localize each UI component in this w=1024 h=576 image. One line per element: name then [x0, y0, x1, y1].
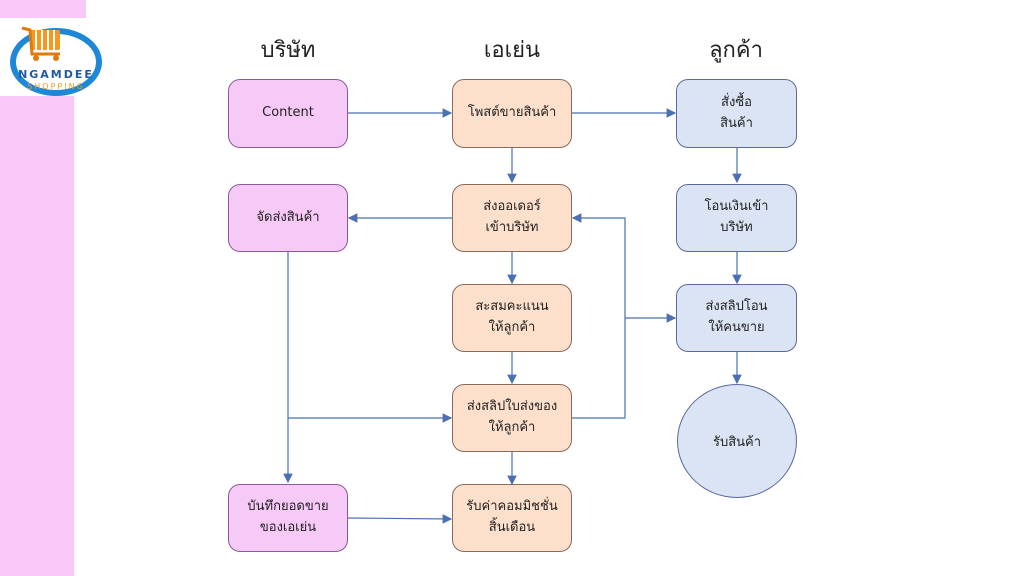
column-title-company: บริษัท [260, 38, 316, 63]
send-order-box: ส่งออเดอร์ เข้าบริษัท [452, 184, 572, 252]
send-shipping-slip-box: ส่งสลิปใบส่งของ ให้ลูกค้า [452, 384, 572, 452]
svg-text:SHOPPING: SHOPPING [27, 82, 85, 91]
column-title-agent: เอเย่น [483, 38, 541, 63]
sidebar-decoration [0, 96, 74, 576]
ngamdee-shopping-logo: NGAMDEE SHOPPING [2, 22, 110, 100]
post-sell-box: โพสต์ขายสินค้า [452, 79, 572, 148]
order-goods-box: สั่งซื้อ สินค้า [676, 79, 797, 148]
ship-goods-box: จัดส่งสินค้า [228, 184, 348, 252]
transfer-money-box: โอนเงินเข้า บริษัท [676, 184, 797, 252]
svg-text:NGAMDEE: NGAMDEE [18, 68, 94, 81]
receive-commission-box: รับค่าคอมมิชชั่น สิ้นเดือน [452, 484, 572, 552]
sidebar-decoration-top [0, 0, 86, 18]
receive-goods-circle: รับสินค้า [677, 384, 797, 498]
record-sales-box: บันทึกยอดขาย ของเอเย่น [228, 484, 348, 552]
send-transfer-slip-box: ส่งสลิปโอน ให้คนขาย [676, 284, 797, 352]
content-box: Content [228, 79, 348, 148]
column-title-customer: ลูกค้า [709, 38, 763, 63]
shopping-cart-icon [21, 26, 60, 61]
accumulate-points-box: สะสมคะแนน ให้ลูกค้า [452, 284, 572, 352]
